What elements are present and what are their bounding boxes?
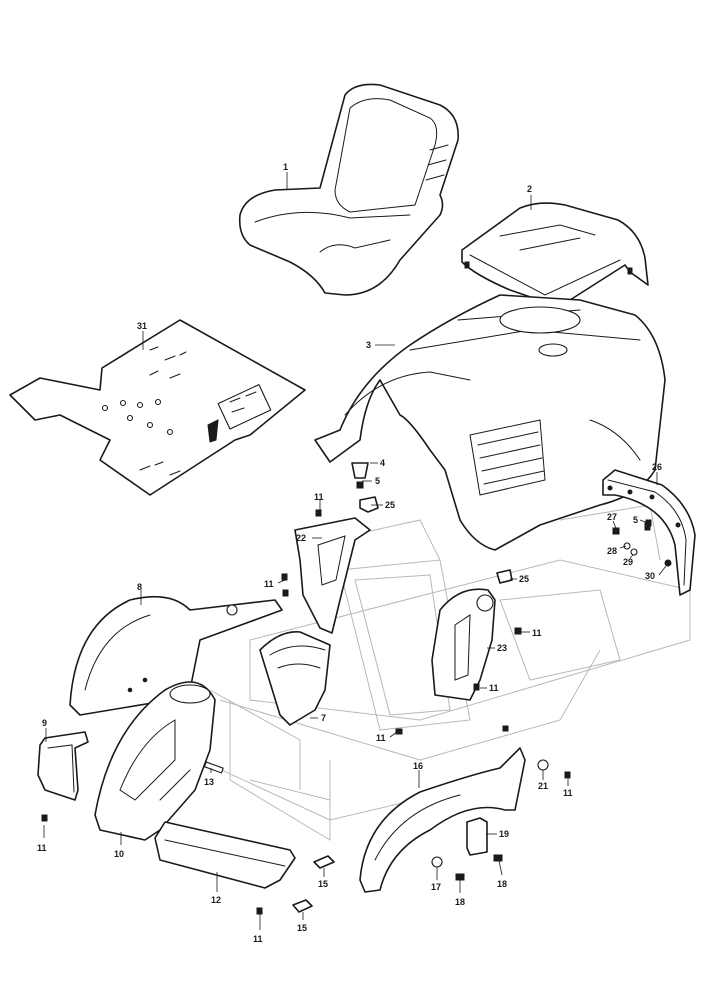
panel-part-12 — [154, 821, 296, 889]
bracket-part-23 — [431, 588, 496, 701]
callout-19: 19 — [499, 829, 509, 839]
hood-cover-part-2 — [461, 202, 649, 303]
cap-part-25-upper — [359, 496, 379, 513]
callout-13: 13 — [204, 777, 214, 787]
fender-part-16 — [359, 747, 526, 893]
fender-part-8 — [69, 595, 283, 716]
callout-15-b: 15 — [297, 923, 307, 933]
callout-31: 31 — [137, 321, 147, 331]
callout-3: 3 — [366, 340, 371, 350]
bracket-part-22 — [294, 517, 371, 634]
callout-8: 8 — [137, 582, 142, 592]
callout-21: 21 — [538, 781, 548, 791]
screw-part-5-lower — [645, 519, 652, 527]
callout-11-e: 11 — [376, 733, 386, 743]
callout-11-a: 11 — [314, 492, 324, 502]
callout-16: 16 — [413, 761, 423, 771]
callout-11-g: 11 — [253, 934, 263, 944]
callout-18-b: 18 — [497, 879, 507, 889]
clip-part-15-left — [313, 855, 335, 869]
callout-18-a: 18 — [455, 897, 465, 907]
callout-23: 23 — [497, 643, 507, 653]
callout-labels: 1 2 3 4 5 5 7 8 9 10 11 11 11 11 11 11 1… — [37, 162, 662, 944]
bracket-hardware-27-30 — [612, 521, 672, 567]
callout-12: 12 — [211, 895, 221, 905]
screws-part-11 — [41, 509, 571, 915]
callout-11-f: 11 — [37, 843, 47, 853]
callout-5-lower: 5 — [633, 515, 638, 525]
callout-25-a: 25 — [385, 500, 395, 510]
bolt-part-13 — [203, 761, 224, 774]
callout-1: 1 — [283, 162, 288, 172]
callout-4: 4 — [380, 458, 385, 468]
leader-lines — [43, 172, 667, 930]
callout-15-a: 15 — [318, 879, 328, 889]
callout-30: 30 — [645, 571, 655, 581]
callout-9: 9 — [42, 718, 47, 728]
panel-part-7 — [259, 631, 331, 726]
callout-11-b: 11 — [264, 579, 274, 589]
callout-11-d: 11 — [489, 683, 499, 693]
clip-part-15-lower — [292, 899, 313, 913]
floor-mat-part-31 — [9, 319, 306, 496]
bolt-part-18-a — [455, 873, 465, 881]
cap-part-25-lower — [496, 569, 513, 584]
screw-part-5-upper — [356, 481, 364, 489]
chassis-frame-outline — [199, 504, 691, 841]
callout-5-upper: 5 — [375, 476, 380, 486]
callout-10: 10 — [114, 849, 124, 859]
callout-28: 28 — [607, 546, 617, 556]
callout-2: 2 — [527, 184, 532, 194]
callout-22: 22 — [296, 533, 306, 543]
callout-17: 17 — [431, 882, 441, 892]
bumper-part-26 — [602, 469, 696, 596]
callout-11-c: 11 — [532, 628, 542, 638]
fender-part-10 — [94, 681, 216, 841]
bracket-part-19 — [466, 817, 488, 856]
seat-part-1 — [238, 83, 459, 296]
callout-11-h: 11 — [563, 788, 573, 798]
bracket-part-9 — [37, 731, 89, 801]
callout-25-b: 25 — [519, 574, 529, 584]
washer-part-17 — [431, 856, 443, 868]
callout-27: 27 — [607, 512, 617, 522]
bolt-part-18-b — [493, 854, 503, 862]
washer-part-21 — [537, 759, 549, 771]
callout-26: 26 — [652, 462, 662, 472]
callout-7: 7 — [321, 713, 326, 723]
callout-29: 29 — [623, 557, 633, 567]
knob-part-4 — [351, 462, 369, 479]
